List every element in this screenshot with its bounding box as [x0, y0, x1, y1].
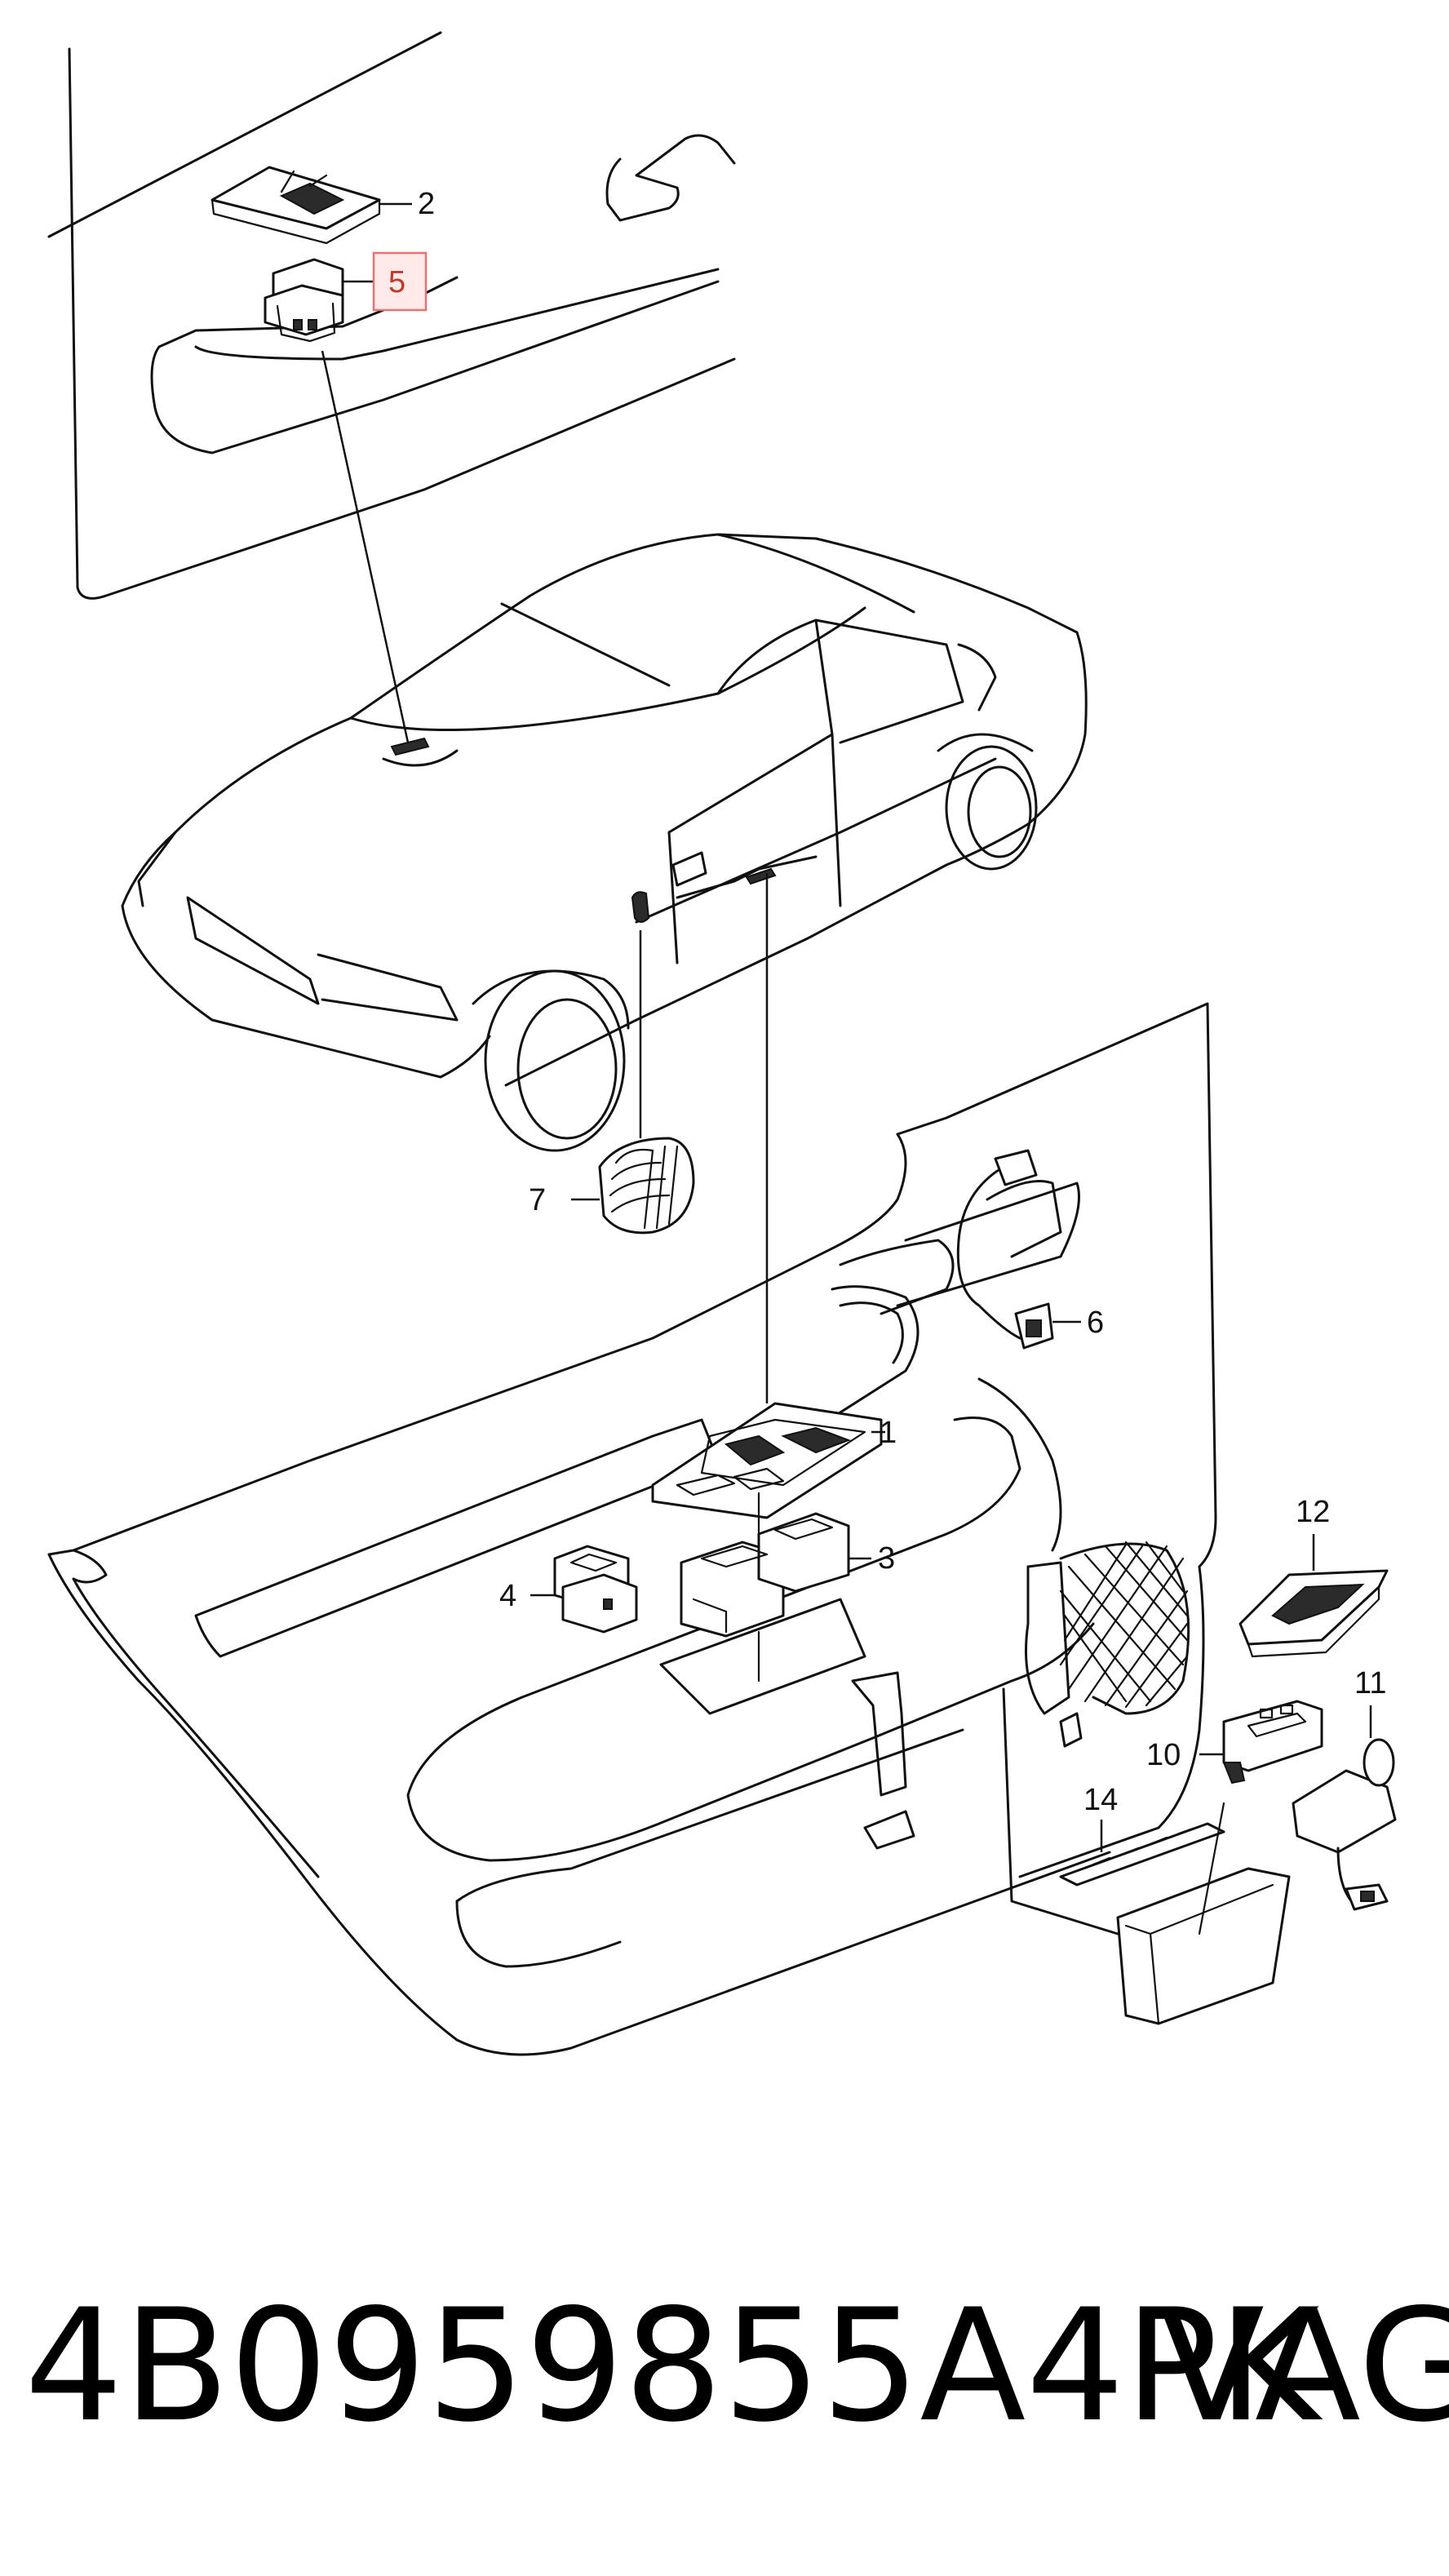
- callout-11: 11: [1354, 1666, 1386, 1700]
- door-trim-panel: [47, 1002, 1217, 2056]
- part-11-actuator: [1292, 1738, 1397, 1911]
- part-1-master-switch-panel: [651, 1402, 883, 1519]
- part-12-inlay: [1239, 1569, 1389, 1658]
- callout-4: 4: [499, 1579, 516, 1613]
- callout-labels: 2 5 1 3 4 6 7 10 11 12 14: [388, 187, 1386, 1817]
- callout-6: 6: [1087, 1306, 1104, 1340]
- callout-2: 2: [418, 187, 435, 221]
- part-3-switch-cluster: [680, 1492, 850, 1683]
- callout-1: 1: [880, 1416, 897, 1450]
- callout-10: 10: [1146, 1738, 1181, 1772]
- rear-door-trim-detail: [47, 31, 736, 600]
- callout-7: 7: [529, 1183, 546, 1217]
- footer-caption: 4B0959855A4PK VAG: [24, 2276, 1449, 2456]
- callout-3: 3: [878, 1541, 895, 1576]
- callout-5-highlight-box: [372, 251, 428, 312]
- door-storage-box: [1002, 1687, 1291, 2025]
- car-illustration: [121, 533, 1088, 1152]
- callout-12: 12: [1296, 1495, 1330, 1529]
- part-10-memory-switch: [1222, 1700, 1323, 1785]
- exploded-parts-diagram: 2 5 1 3 4 6 7 10 11 12 14: [47, 31, 1397, 2056]
- brand-name: VAG: [1159, 2276, 1449, 2456]
- callout-5: 5: [388, 265, 405, 299]
- part-7-vent: [598, 930, 695, 1235]
- callout-leaders: [343, 202, 1372, 1852]
- part-number: 4B0959855A4PK: [24, 2276, 1320, 2456]
- leader-part-5: [321, 350, 410, 743]
- part-14-switch-strip: [1059, 1822, 1225, 1887]
- part-6-cable-switch: [956, 1149, 1054, 1350]
- callout-14: 14: [1083, 1783, 1118, 1817]
- part-5-window-switch: [264, 258, 344, 343]
- part-2-switch-bezel: [210, 166, 381, 245]
- part-4-switch: [553, 1545, 638, 1634]
